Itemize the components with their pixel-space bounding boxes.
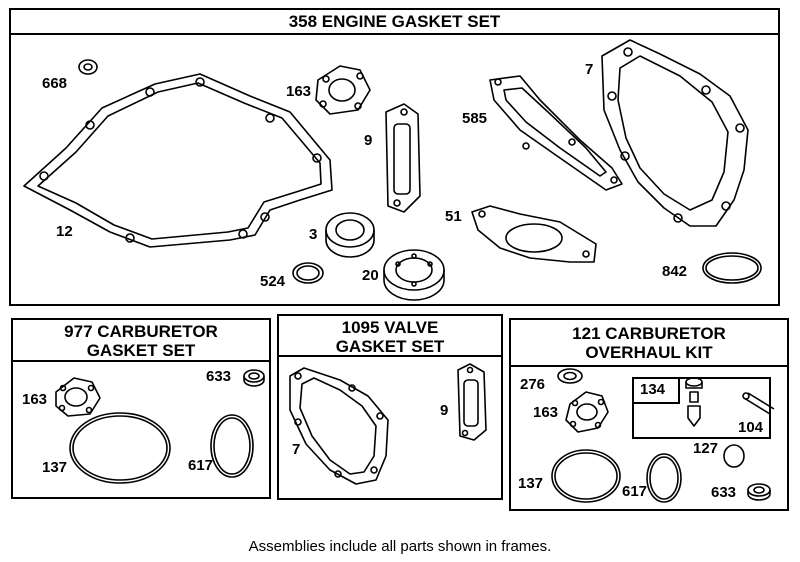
gasket-9-drawing [385,103,421,213]
carb-washer-633-drawing [243,369,265,387]
carb-oring-617-drawing [210,414,254,478]
part-label-12: 12 [56,223,73,240]
carburetor-overhaul-kit-title: 121 CARBURETOR OVERHAUL KIT [511,320,787,367]
valve-gasket-set-frame: 1095 VALVE GASKET SET [277,314,503,500]
part-label-51: 51 [445,208,462,225]
kit-oring-617-drawing [646,453,682,503]
carburetor-gasket-set-title: 977 CARBURETOR GASKET SET [13,320,269,362]
carburetor-gasket-set-frame: 977 CARBURETOR GASKET SET [11,318,271,499]
carb-label-163: 163 [22,391,48,408]
gasket-51-drawing [471,205,597,263]
kit-label-127: 127 [693,440,719,457]
kit-washer-276-drawing [557,368,583,384]
valve-gasket-9-drawing [457,363,487,441]
ring-842-drawing [702,252,762,284]
kit-label-617: 617 [622,483,648,500]
washer-668-drawing [78,59,98,75]
kit-plug-127-drawing [723,444,745,468]
oil-seal-3-drawing [325,212,375,258]
carb-label-617: 617 [188,457,214,474]
part-label-585: 585 [462,110,488,127]
oil-seal-20-drawing [383,249,445,301]
ring-524-drawing [292,262,324,284]
kit-label-633: 633 [711,484,737,501]
valve-label-9: 9 [440,402,449,419]
gasket-163-drawing [315,65,371,115]
kit-pin-104-drawing [742,392,775,415]
assemblies-caption: Assemblies include all parts shown in fr… [248,538,552,555]
head-gasket-7-drawing [601,39,749,227]
subkit-134-label: 134 [634,379,680,404]
kit-washer-633-drawing [747,483,771,501]
carb-gasket-163-drawing [55,377,101,417]
carb-label-137: 137 [42,459,68,476]
valve-gasket-set-title: 1095 VALVE GASKET SET [279,316,501,357]
part-label-524: 524 [260,273,286,290]
subkit-134-box: 134 [632,377,771,439]
part-label-3: 3 [309,226,318,243]
engine-gasket-set-title: 358 ENGINE GASKET SET [11,10,778,35]
kit-label-163: 163 [533,404,559,421]
kit-label-276: 276 [520,376,546,393]
part-label-668: 668 [42,75,68,92]
gasket-585-drawing [489,75,623,191]
kit-label-137: 137 [518,475,544,492]
kit-needle-valve-drawing [685,377,703,427]
part-label-20: 20 [362,267,379,284]
carb-label-633: 633 [206,368,232,385]
part-label-7: 7 [585,61,594,78]
crankcase-gasket-12-drawing [23,73,333,248]
kit-gasket-163-drawing [565,391,609,433]
valve-head-gasket-7-drawing [289,367,389,485]
kit-label-104: 104 [738,419,764,436]
engine-gasket-set-frame: 358 ENGINE GASKET SET [9,8,780,306]
part-label-163: 163 [286,83,312,100]
carb-oring-137-drawing [69,412,171,484]
kit-oring-137-drawing [551,449,621,503]
part-label-9: 9 [364,132,373,149]
valve-label-7: 7 [292,441,301,458]
part-label-842: 842 [662,263,688,280]
